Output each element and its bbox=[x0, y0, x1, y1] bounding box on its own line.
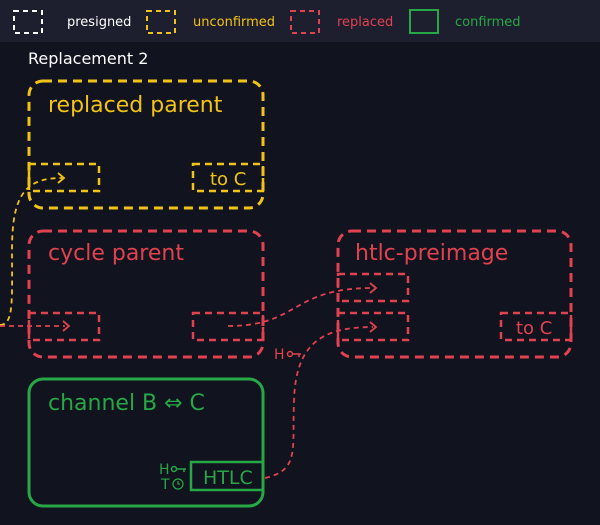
node-cycle-parent[interactable]: cycle parent bbox=[27, 229, 265, 359]
input-slot bbox=[336, 311, 410, 342]
clock-icon bbox=[172, 478, 184, 490]
node-channel[interactable]: channel B ⇔ C HTLC H T bbox=[27, 377, 265, 508]
node-replaced-parent[interactable]: replaced parent to C bbox=[27, 79, 265, 210]
output-slot bbox=[499, 311, 573, 342]
output-slot bbox=[191, 162, 265, 193]
node-title: replaced parent bbox=[48, 93, 223, 118]
legend-label-replaced: replaced bbox=[337, 15, 393, 30]
edge-htlc-to-htlc-preimage bbox=[264, 326, 374, 479]
key-icon bbox=[286, 350, 301, 358]
output-label: to C bbox=[516, 318, 552, 339]
legend-swatch-replaced bbox=[290, 10, 320, 34]
output-slot bbox=[189, 460, 265, 492]
arrow-icon bbox=[62, 320, 71, 332]
arrow-icon bbox=[57, 172, 66, 184]
input-slot bbox=[27, 162, 101, 193]
edge-cycle-to-htlc-preimage bbox=[227, 287, 374, 327]
time-label: T bbox=[160, 477, 170, 493]
legend-label-presigned: presigned bbox=[67, 15, 131, 30]
output-label: HTLC bbox=[203, 467, 253, 489]
legend-swatch-presigned bbox=[13, 10, 43, 34]
key-icon bbox=[170, 465, 186, 473]
output-slot bbox=[191, 311, 265, 342]
node-title: htlc-preimage bbox=[355, 241, 508, 266]
node-title: cycle parent bbox=[48, 241, 184, 266]
legend-bar bbox=[0, 0, 600, 42]
edge-to-replaced-parent bbox=[0, 177, 63, 326]
node-title: channel B ⇔ C bbox=[48, 391, 205, 416]
input-slot bbox=[336, 272, 410, 303]
output-label: to C bbox=[210, 169, 246, 190]
hash-label: H bbox=[159, 462, 170, 478]
arrow-icon bbox=[369, 321, 378, 333]
edge-label: H bbox=[274, 347, 285, 363]
legend-label-confirmed: confirmed bbox=[455, 15, 521, 30]
node-htlc-preimage[interactable]: htlc-preimage to C bbox=[336, 229, 573, 359]
legend-swatch-unconfirmed bbox=[146, 10, 176, 34]
page-title: Replacement 2 bbox=[28, 49, 148, 68]
legend-label-unconfirmed: unconfirmed bbox=[193, 15, 275, 30]
arrow-icon bbox=[369, 282, 378, 294]
legend-swatch-confirmed bbox=[409, 9, 439, 34]
